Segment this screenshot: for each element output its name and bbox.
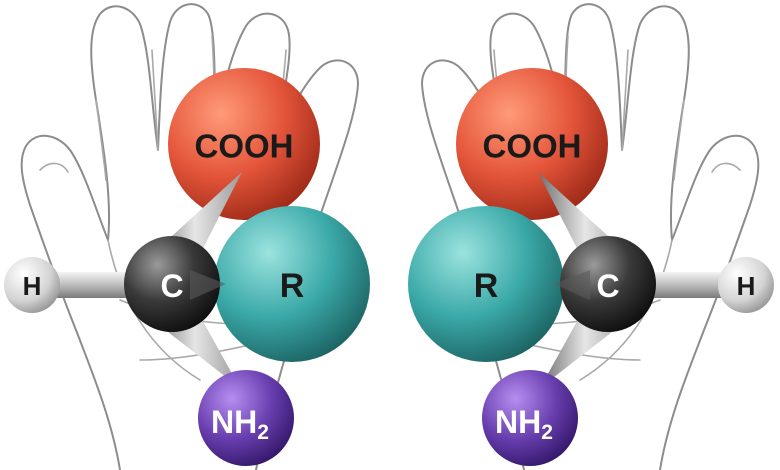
left-carbon-atom [124,236,220,332]
right-r-wedge [554,270,590,300]
right-nh2-wedge [540,316,630,388]
right-hydrogen-atom [718,257,774,313]
left-r-atom [214,206,370,362]
right-nh2-label: NH2 [495,404,553,444]
left-cooh-atom [168,68,320,220]
left-r-wedge [190,270,226,300]
left-cooh-label: COOH [195,128,294,165]
right-cooh-atom [456,68,608,220]
left-carbon-label: C [160,268,183,304]
left-hydrogen-atom [4,257,60,313]
left-nh2-label: NH2 [211,404,269,444]
left-hydrogen-label: H [23,271,42,301]
left-nh2-atom [198,370,294,466]
right-nh2-atom [482,370,578,466]
left-molecule: COOH R C H NH2 [4,68,370,466]
right-cooh-label: COOH [483,128,582,165]
right-r-atom [408,206,564,362]
right-carbon-atom [560,236,656,332]
right-carbon-label: C [596,268,619,304]
right-r-label: R [474,267,499,305]
left-nh2-wedge [150,316,240,388]
right-hydrogen-label: H [737,271,756,301]
right-molecule: COOH R C H NH2 [408,68,774,466]
left-r-label: R [280,267,305,305]
